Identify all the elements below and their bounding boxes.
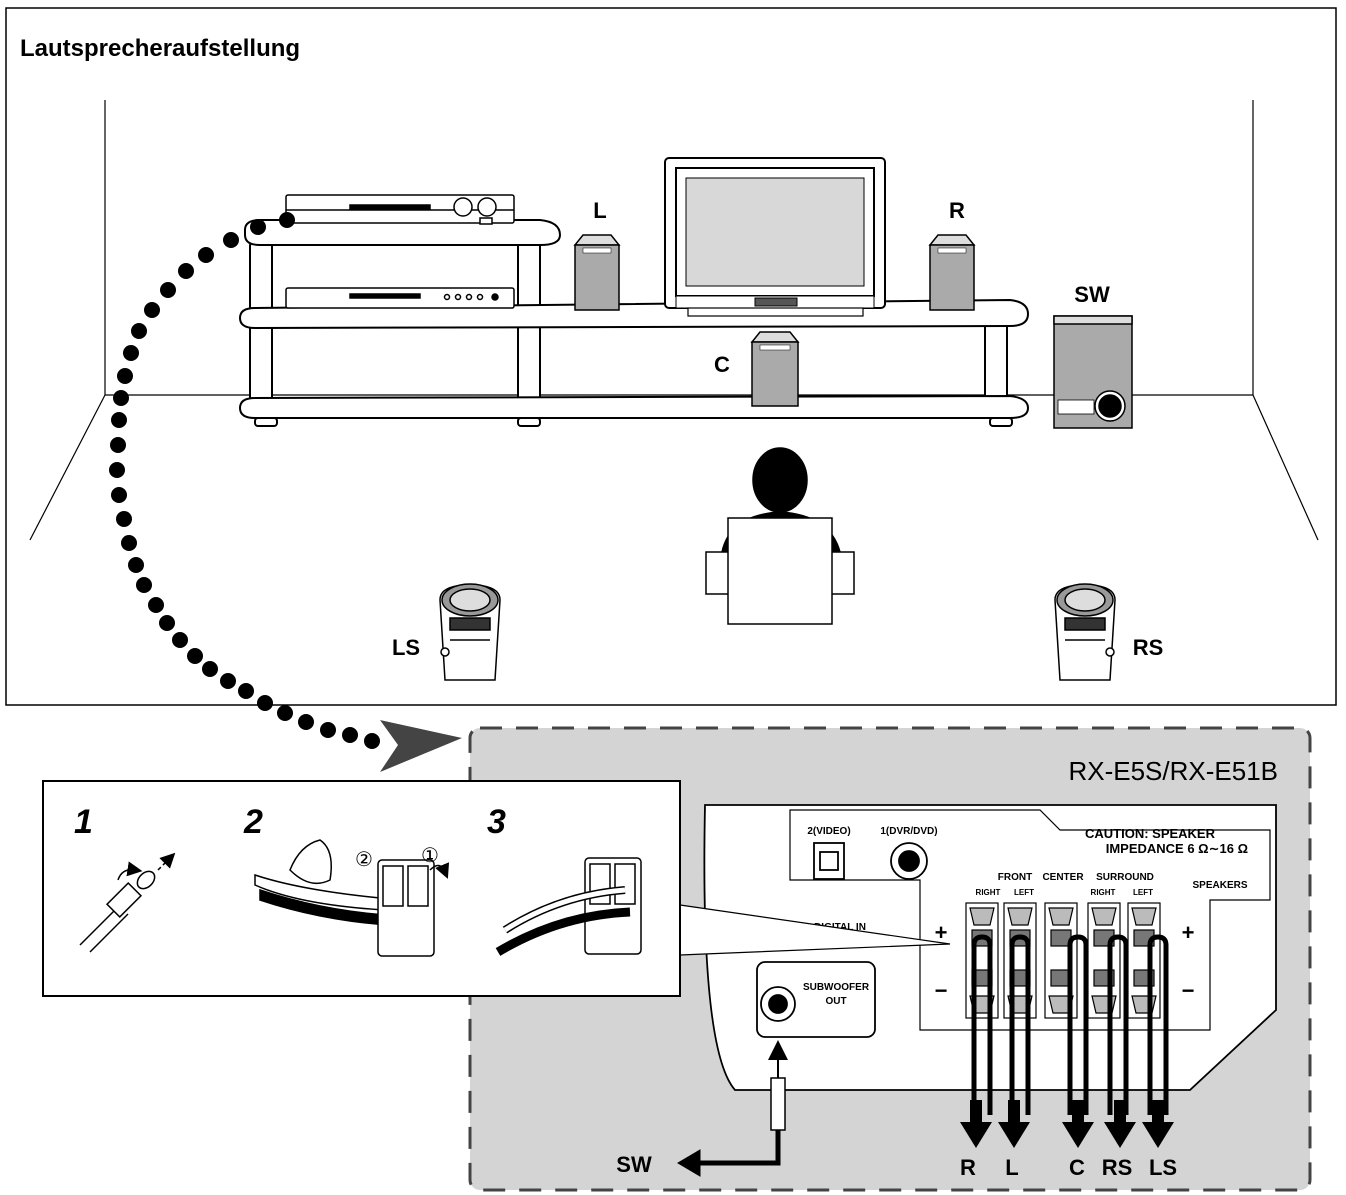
speaker-right <box>928 234 976 311</box>
room-frame <box>5 7 1337 706</box>
step-2-illustration <box>254 839 450 957</box>
label-out: OUT <box>825 996 846 1007</box>
label-front: FRONT <box>998 872 1032 883</box>
output-label-rs: RS <box>1102 1155 1133 1180</box>
speaker-left <box>573 234 621 311</box>
step-2-mark-1: ① <box>421 845 439 867</box>
label-sw: SW <box>1074 282 1110 307</box>
label-dvd-in: 1(DVR/DVD) <box>880 826 937 837</box>
page-title: Lautsprecheraufstellung <box>20 35 300 62</box>
speaker-terminals <box>965 902 1161 1019</box>
caution-line-1: CAUTION: SPEAKER <box>1085 826 1216 841</box>
step-1-number: 1 <box>74 803 93 841</box>
minus-symbol-left: − <box>935 978 948 1003</box>
label-subwoofer: SUBWOOFER <box>803 982 870 993</box>
label-ls: LS <box>392 635 420 660</box>
subwoofer <box>1053 315 1133 429</box>
listener-figure <box>705 447 855 625</box>
speaker-center <box>750 331 800 407</box>
speaker-surround-left <box>439 583 501 681</box>
label-rs: RS <box>1133 635 1164 660</box>
output-label-ls: LS <box>1149 1155 1177 1180</box>
output-arrows <box>960 1100 1174 1148</box>
output-label-sw: SW <box>616 1152 652 1177</box>
television <box>664 157 886 317</box>
label-speakers: SPEAKERS <box>1192 880 1247 891</box>
wiring-steps-inset <box>42 780 951 997</box>
label-video-in: 2(VIDEO) <box>807 826 850 837</box>
label-front-left: LEFT <box>1014 888 1034 897</box>
dvd-player <box>285 287 515 309</box>
label-surround-right: RIGHT <box>1091 888 1116 897</box>
label-l: L <box>593 198 606 223</box>
label-surround: SURROUND <box>1096 872 1154 883</box>
speaker-surround-right <box>1054 583 1116 681</box>
output-label-c: C <box>1069 1155 1085 1180</box>
label-c: C <box>714 352 730 377</box>
step-2-mark-2: ② <box>355 849 373 871</box>
label-center: CENTER <box>1042 872 1084 883</box>
step-2-number: 2 <box>243 803 263 841</box>
step-3-illustration <box>495 857 642 956</box>
subwoofer-cable <box>677 1040 788 1177</box>
label-front-right: RIGHT <box>976 888 1001 897</box>
caution-line-2: IMPEDANCE 6 Ω∼16 Ω <box>1106 841 1248 856</box>
plus-symbol-left: + <box>935 920 948 945</box>
receiver-unit <box>285 194 515 225</box>
plus-symbol-right: + <box>1182 920 1195 945</box>
label-digital-in: DIGITAL IN <box>814 922 866 933</box>
callout-arrow <box>380 720 462 772</box>
model-name: RX-E5S/RX-E51B <box>1068 756 1278 786</box>
output-label-l: L <box>1005 1155 1018 1180</box>
output-label-r: R <box>960 1155 976 1180</box>
step-3-number: 3 <box>487 803 506 841</box>
label-surround-left: LEFT <box>1133 888 1153 897</box>
step-1-illustration <box>79 852 176 953</box>
label-r: R <box>949 198 965 223</box>
minus-symbol-right: − <box>1182 978 1195 1003</box>
dotted-callout-path <box>109 212 380 749</box>
speaker-wires <box>971 934 1169 1115</box>
